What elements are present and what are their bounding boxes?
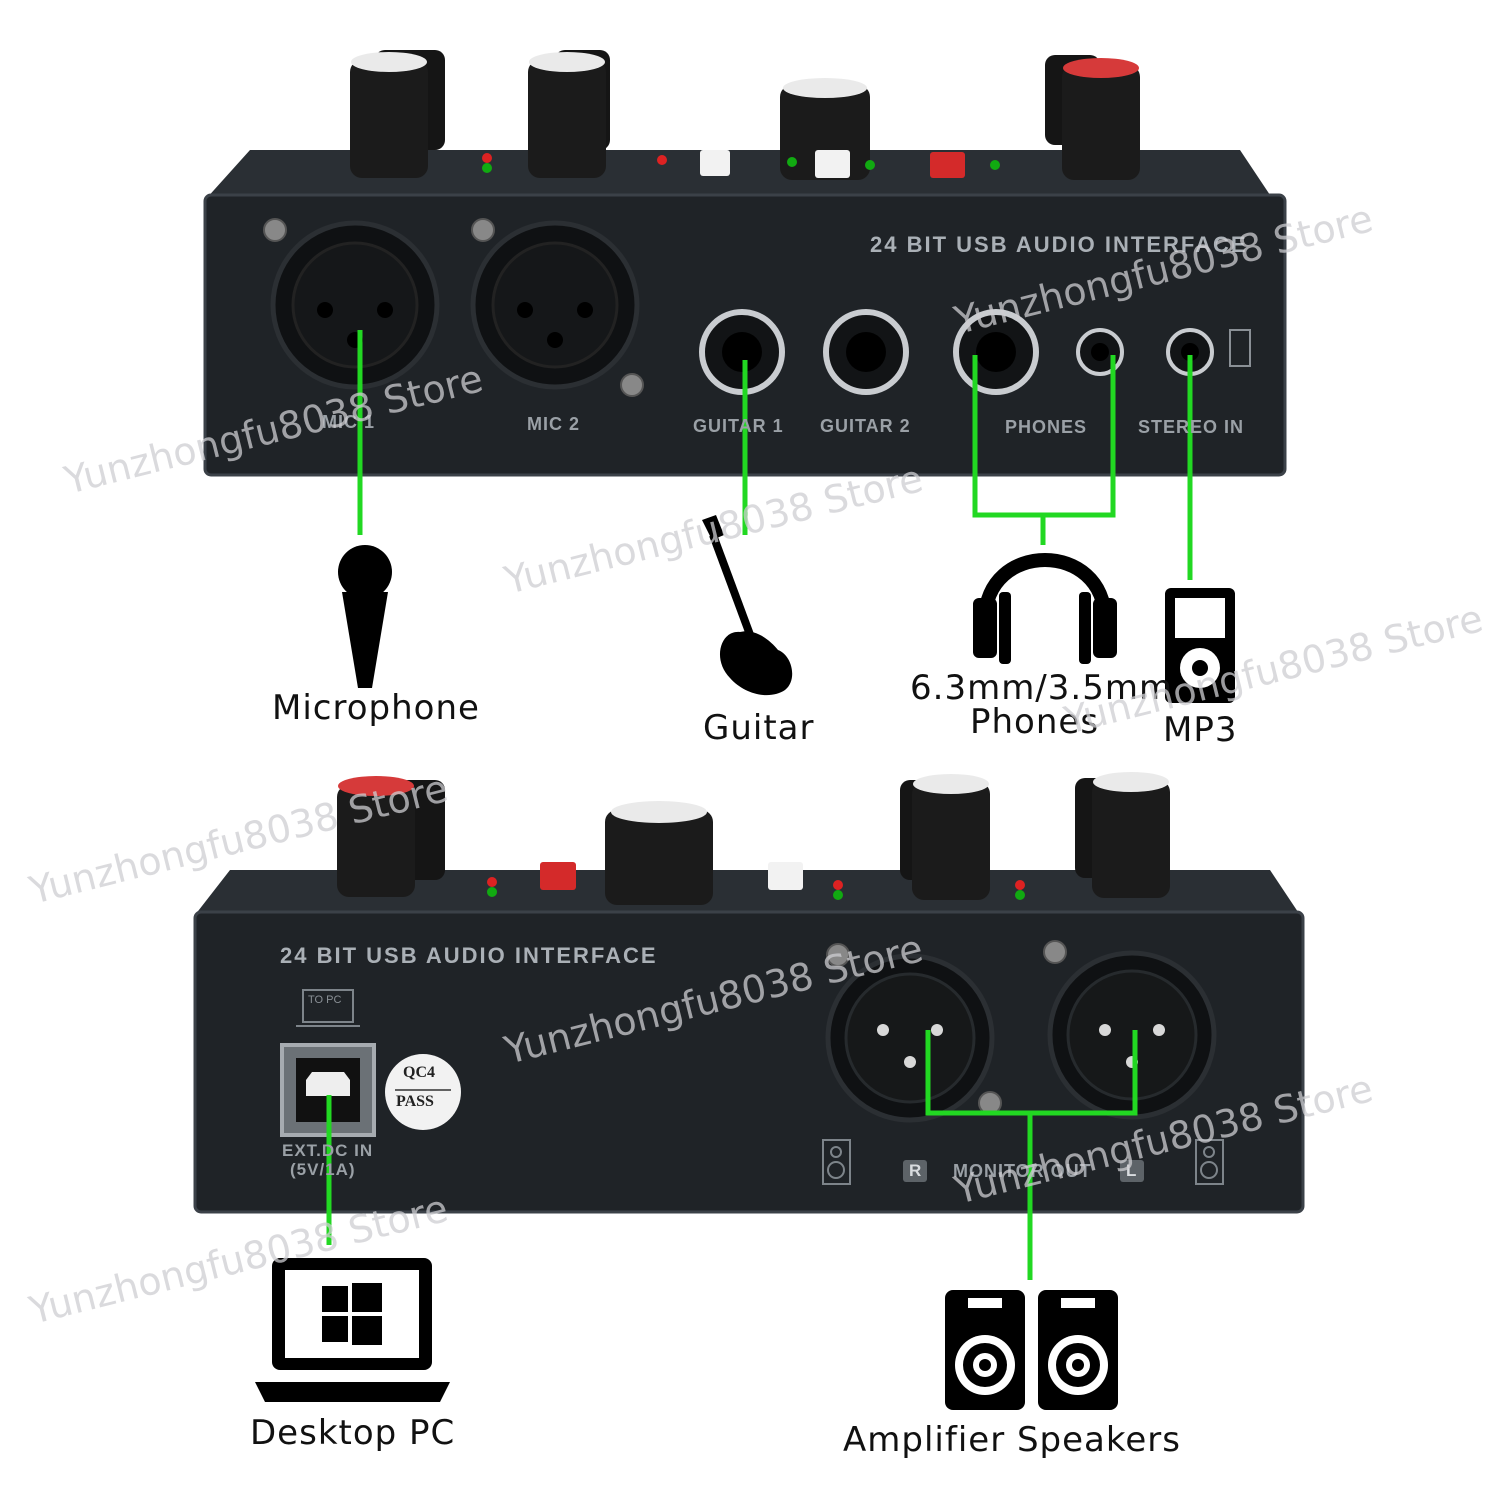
amplifier-speakers-label: Amplifier Speakers xyxy=(843,1420,1181,1460)
dc-in-label: EXT.DC IN xyxy=(282,1141,374,1160)
mic-jacks xyxy=(263,218,644,397)
guitar-icon xyxy=(702,515,793,696)
headphones-icon xyxy=(973,553,1117,664)
top-connection-lines xyxy=(357,330,1193,580)
stereo-in-label: STEREO IN xyxy=(1138,417,1245,437)
dc-spec-label: (5V/1A) xyxy=(290,1160,356,1179)
phones-label-text: Phones xyxy=(970,702,1100,742)
monitor-l-label: L xyxy=(1126,1161,1138,1180)
microphone-icon xyxy=(338,545,392,688)
bottom-knobs xyxy=(337,772,1170,905)
bottom-panel-header: 24 BIT USB AUDIO INTERFACE xyxy=(280,943,658,968)
qc-pass-label: PASS xyxy=(396,1093,434,1110)
microphone-label: Microphone xyxy=(272,688,480,728)
phones-size-label: 6.3mm/3.5mm xyxy=(910,668,1174,708)
mic1-label: MIC 1 xyxy=(322,412,376,432)
speaker-icon xyxy=(945,1290,1118,1410)
bottom-connection-lines xyxy=(326,1030,1138,1280)
quarter-inch-jacks xyxy=(699,309,1251,395)
guitar2-label: GUITAR 2 xyxy=(820,416,911,436)
monitor-out-label: MONITOR OUT xyxy=(953,1161,1092,1181)
mp3-label: MP3 xyxy=(1163,710,1238,750)
top-panel-header: 24 BIT USB AUDIO INTERFACE xyxy=(870,232,1248,257)
top-knobs xyxy=(350,50,1140,180)
guitar-label: Guitar xyxy=(703,708,815,748)
guitar1-label: GUITAR 1 xyxy=(693,416,784,436)
monitor-r-label: R xyxy=(909,1161,923,1180)
desktop-pc-label: Desktop PC xyxy=(250,1413,456,1453)
to-pc-label: TO PC xyxy=(308,994,342,1006)
mic2-label: MIC 2 xyxy=(527,414,581,434)
phones-label: PHONES xyxy=(1005,417,1088,437)
monitor-out-jacks xyxy=(825,940,1217,1123)
qc-label: QC4 xyxy=(403,1064,435,1081)
laptop-windows-icon xyxy=(255,1258,450,1402)
mp3-player-icon xyxy=(1165,588,1235,703)
